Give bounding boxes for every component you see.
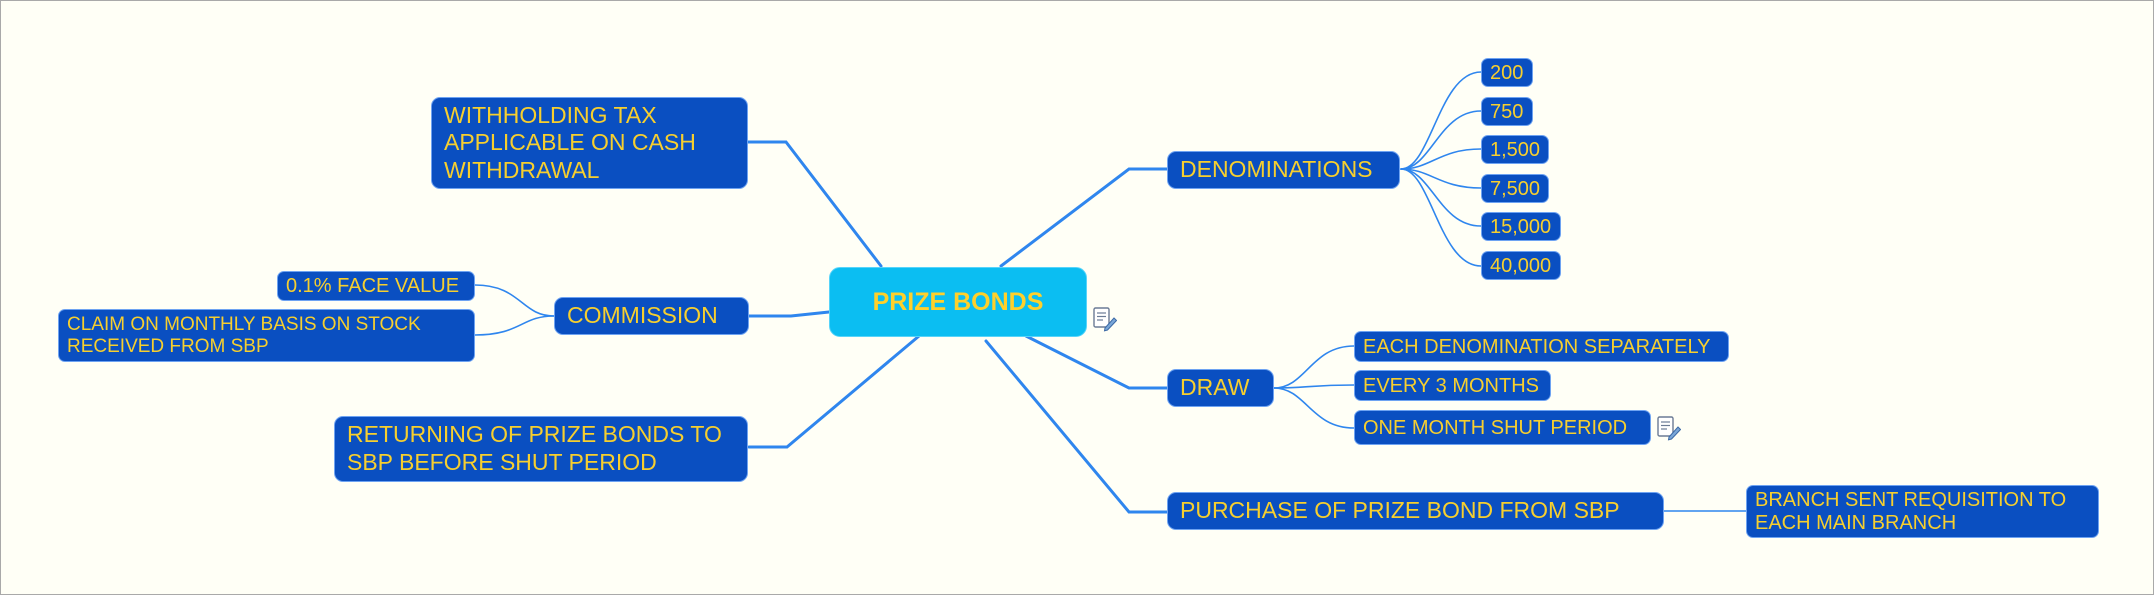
edge-draw [1024,334,1169,390]
edge-returning [747,334,921,449]
topic-withholding-tax[interactable]: WITHHOLDING TAX APPLICABLE ON CASH WITHD… [431,97,748,189]
denomination-1500[interactable]: 1,500 [1481,135,1549,164]
topic-commission[interactable]: COMMISSION [554,297,749,335]
topic-denominations-label: DENOMINATIONS [1180,156,1373,183]
topic-purchase-prize-bond-label: PURCHASE OF PRIZE BOND FROM SBP [1180,497,1620,524]
denomination-750[interactable]: 750 [1481,97,1533,126]
topic-returning-prize-bonds-label: RETURNING OF PRIZE BONDS TO SBP BEFORE S… [347,421,722,475]
topic-draw[interactable]: DRAW [1167,369,1274,407]
topic-draw-label: DRAW [1180,374,1250,401]
topic-returning-prize-bonds[interactable]: RETURNING OF PRIZE BONDS TO SBP BEFORE S… [334,416,748,482]
subtopic-each-denomination[interactable]: EACH DENOMINATION SEPARATELY [1354,331,1729,362]
denomination-15000[interactable]: 15,000 [1481,212,1561,241]
edges-commission-children [474,284,555,336]
edge-purchase [984,339,1169,514]
edge-commission [747,310,831,318]
edge-denominations [999,167,1169,268]
topic-denominations[interactable]: DENOMINATIONS [1167,151,1400,189]
topic-commission-label: COMMISSION [567,302,718,329]
edge-withholding [744,140,883,268]
subtopic-shut-period-label: ONE MONTH SHUT PERIOD [1363,416,1628,439]
denomination-750-label: 750 [1490,100,1524,123]
note-pencil-icon[interactable] [1093,306,1117,332]
subtopic-face-value[interactable]: 0.1% FACE VALUE [277,271,475,301]
edges-draw-children [1273,345,1355,429]
denomination-7500-label: 7,500 [1490,177,1541,200]
central-topic-prize-bonds[interactable]: PRIZE BONDS [829,267,1087,337]
denomination-40000-label: 40,000 [1490,254,1552,277]
denomination-1500-label: 1,500 [1490,138,1541,161]
subtopic-claim-monthly-label: CLAIM ON MONTHLY BASIS ON STOCK RECEIVED… [67,313,421,357]
note-pencil-icon[interactable] [1657,415,1681,441]
subtopic-branch-requisition-label: BRANCH SENT REQUISITION TO EACH MAIN BRA… [1755,488,2067,534]
topic-purchase-prize-bond[interactable]: PURCHASE OF PRIZE BOND FROM SBP [1167,492,1664,530]
denomination-200-label: 200 [1490,61,1524,84]
denomination-40000[interactable]: 40,000 [1481,251,1561,280]
edges-denominations-children [1400,71,1482,267]
subtopic-shut-period[interactable]: ONE MONTH SHUT PERIOD [1354,410,1651,445]
central-topic-label: PRIZE BONDS [872,288,1044,316]
topic-withholding-tax-label: WITHHOLDING TAX APPLICABLE ON CASH WITHD… [444,101,696,183]
denomination-15000-label: 15,000 [1490,215,1552,238]
subtopic-branch-requisition[interactable]: BRANCH SENT REQUISITION TO EACH MAIN BRA… [1746,485,2099,538]
subtopic-claim-monthly[interactable]: CLAIM ON MONTHLY BASIS ON STOCK RECEIVED… [58,309,475,362]
subtopic-face-value-label: 0.1% FACE VALUE [286,275,460,297]
subtopic-each-denomination-label: EACH DENOMINATION SEPARATELY [1363,335,1711,358]
subtopic-every-3-months[interactable]: EVERY 3 MONTHS [1354,370,1551,401]
subtopic-every-3-months-label: EVERY 3 MONTHS [1363,374,1539,397]
denomination-200[interactable]: 200 [1481,58,1533,87]
denomination-7500[interactable]: 7,500 [1481,174,1549,203]
